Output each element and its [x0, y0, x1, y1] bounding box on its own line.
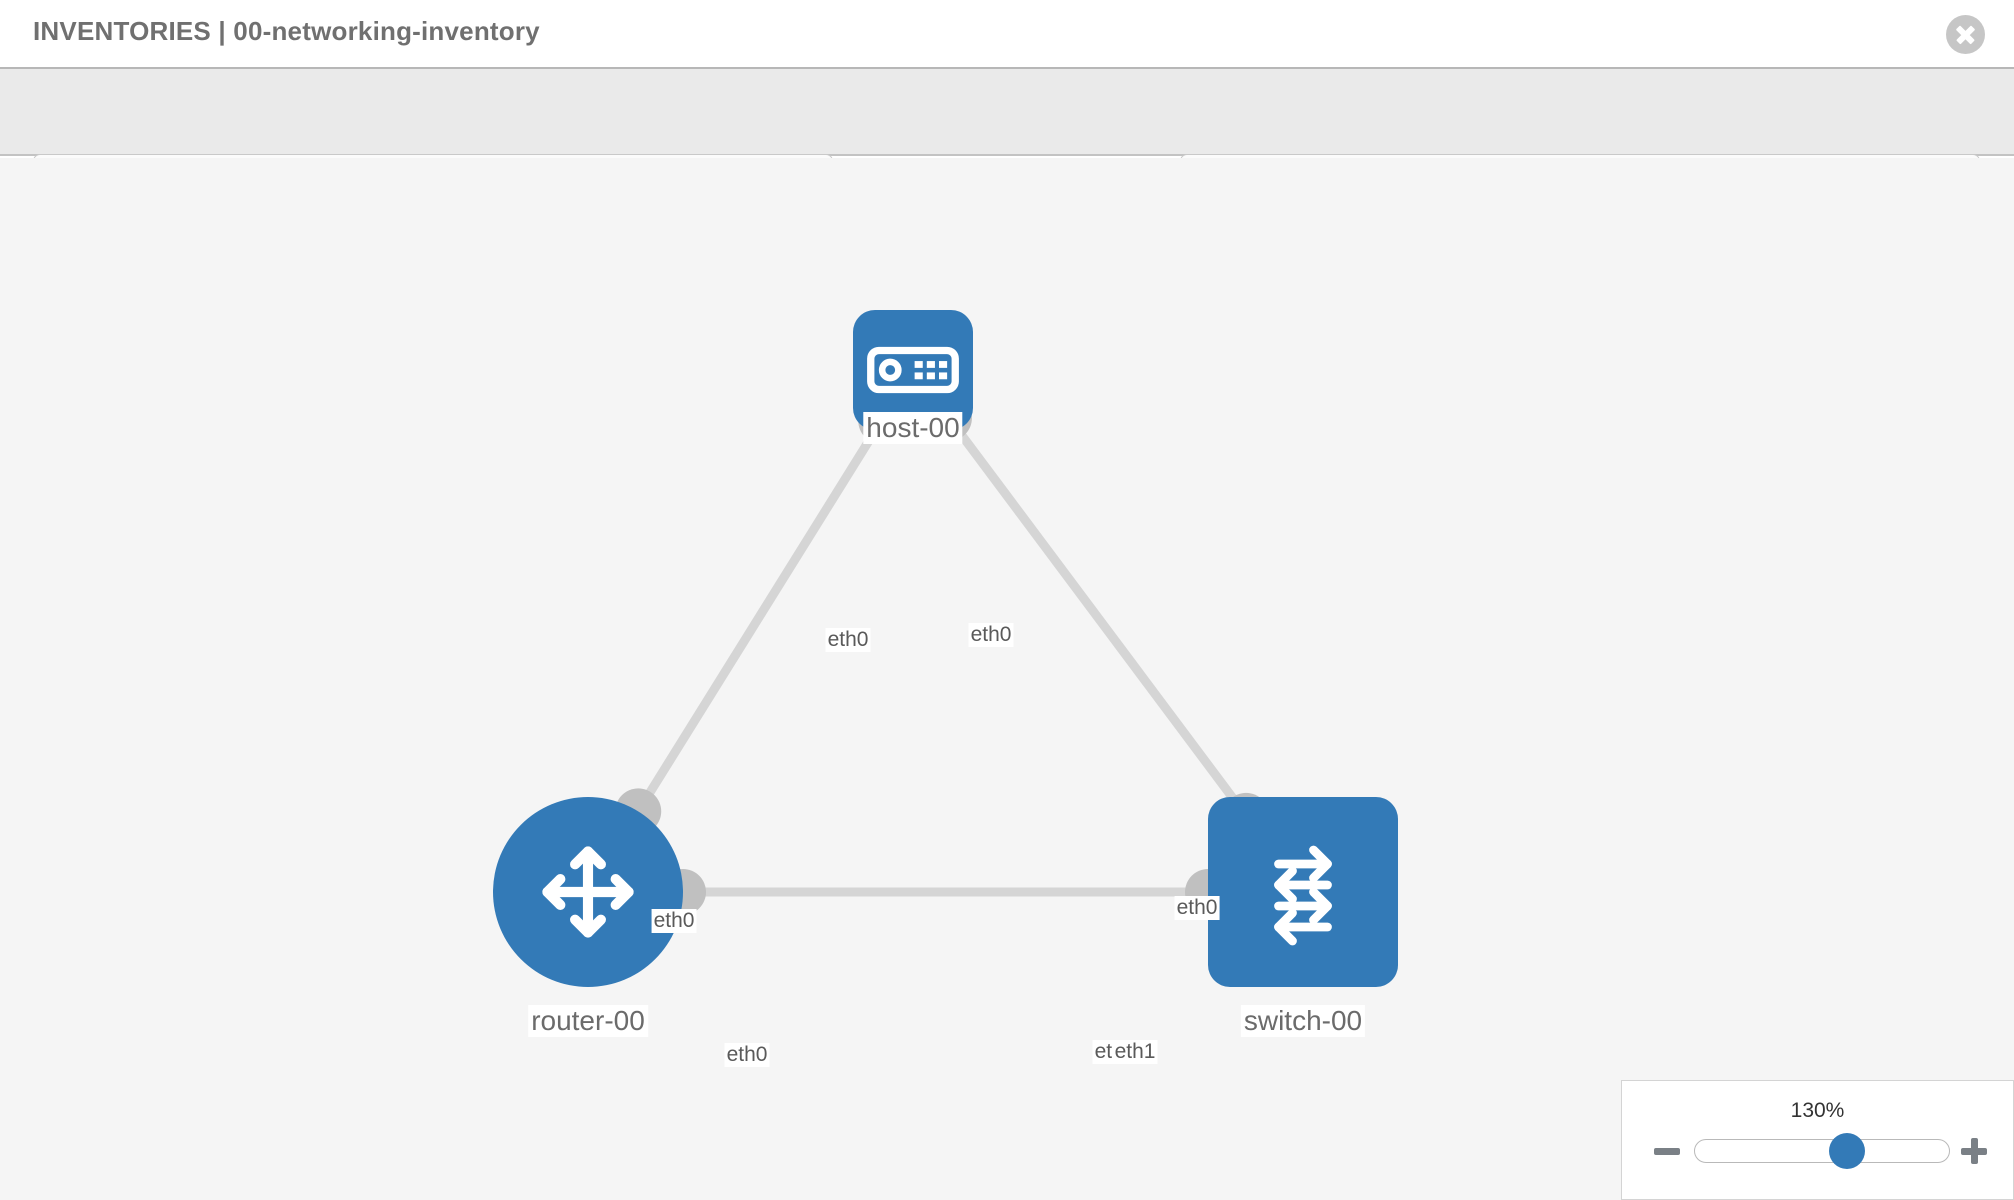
interface-label: eth0	[651, 909, 697, 933]
plus-icon-v	[1970, 1138, 1978, 1164]
topology-canvas[interactable]: host-00 router-00 switch-00 eth0 eth0 eth0 eth…	[0, 158, 2014, 1200]
zoom-slider-thumb[interactable]	[1829, 1133, 1866, 1169]
interface-label: eth1	[1112, 1040, 1158, 1064]
router-icon	[542, 846, 634, 938]
page-title: INVENTORIES | 00-networking-inventory	[33, 16, 540, 46]
zoom-level-value: 130%	[1790, 1099, 1845, 1122]
zoom-in-button[interactable]	[1960, 1137, 1988, 1165]
topology-node-switch-00[interactable]	[1208, 797, 1398, 987]
interface-label: eth0	[968, 623, 1014, 647]
page-header: INVENTORIES | 00-networking-inventory	[0, 0, 2014, 69]
node-label-host-00: host-00	[863, 412, 963, 444]
node-label-switch-00: switch-00	[1240, 1005, 1366, 1037]
close-icon[interactable]	[1946, 15, 1985, 54]
node-label-router-00: router-00	[528, 1005, 648, 1037]
zoom-slider[interactable]	[1694, 1133, 1950, 1169]
minus-icon	[1654, 1147, 1680, 1155]
host-icon	[867, 346, 959, 394]
zoom-out-button[interactable]	[1653, 1137, 1681, 1165]
topology-node-host-00[interactable]	[853, 310, 973, 430]
zoom-control-panel: 130%	[1621, 1080, 2014, 1200]
interface-label: eth0	[1174, 896, 1220, 920]
topology-links-layer	[584, 367, 1307, 915]
topology-node-router-00[interactable]	[493, 797, 683, 987]
toolbar: ACTIONS SEARCH	[0, 69, 2014, 211]
interface-label: eth0	[724, 1043, 770, 1067]
interface-label: eth0	[825, 628, 871, 652]
switch-icon	[1274, 845, 1332, 946]
